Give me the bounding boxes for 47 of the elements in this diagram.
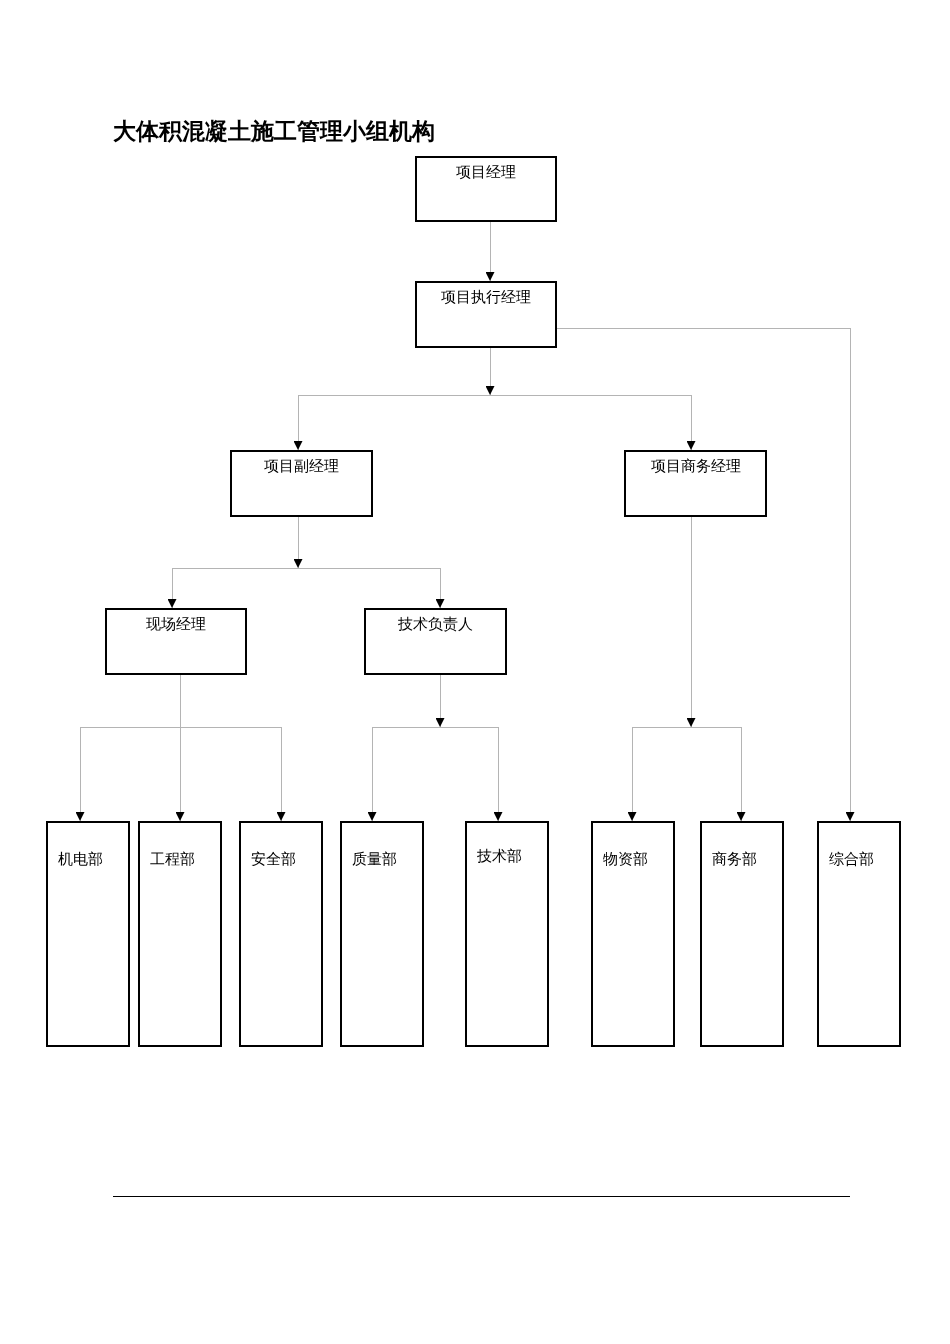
role-title: 技术负责人 <box>398 614 473 633</box>
role-title: 项目执行经理 <box>441 287 531 306</box>
department-name: 商务部 <box>711 849 757 868</box>
department-name: 质量部 <box>351 849 397 868</box>
role-box <box>415 281 557 348</box>
department-name: 工程部 <box>149 849 195 868</box>
role-title: 项目经理 <box>456 162 516 181</box>
connector-arrow <box>686 516 696 728</box>
department-box <box>465 821 549 1047</box>
role-title: 现场经理 <box>146 614 206 633</box>
department-name: 安全部 <box>250 849 296 868</box>
department-box <box>340 821 424 1047</box>
connector-arrow <box>293 516 303 569</box>
role-box <box>624 450 767 517</box>
role-title: 项目副经理 <box>264 456 339 475</box>
department-box <box>46 821 130 1047</box>
connector-arrow <box>75 726 181 822</box>
connector-arrow <box>489 394 696 451</box>
department-box <box>591 821 675 1047</box>
department-box <box>700 821 784 1047</box>
connector-arrow <box>179 726 286 822</box>
connector-arrow <box>485 221 495 282</box>
connector-arrow <box>485 347 495 396</box>
connector-arrow <box>175 726 185 822</box>
connector-arrow <box>435 674 445 728</box>
department-name: 技术部 <box>476 846 522 865</box>
connector-arrow <box>297 567 445 609</box>
connector-arrow <box>556 327 855 822</box>
connector-line <box>179 674 181 728</box>
department-box <box>138 821 222 1047</box>
role-box <box>105 608 247 675</box>
role-box <box>415 156 557 222</box>
connector-arrow <box>439 726 503 822</box>
department-name: 物资部 <box>602 849 648 868</box>
role-title: 项目商务经理 <box>650 456 741 475</box>
department-name: 综合部 <box>828 849 874 868</box>
department-box <box>817 821 901 1047</box>
department-box <box>239 821 323 1047</box>
role-box <box>364 608 507 675</box>
connector-arrow <box>293 394 491 451</box>
connector-arrow <box>627 726 692 822</box>
connector-arrow <box>167 567 299 609</box>
connector-arrow <box>367 726 441 822</box>
department-name: 机电部 <box>57 849 103 868</box>
diagram-title: 大体积混凝土施工管理小组机构 <box>113 117 435 145</box>
connector-arrow <box>690 726 746 822</box>
role-box <box>230 450 373 517</box>
